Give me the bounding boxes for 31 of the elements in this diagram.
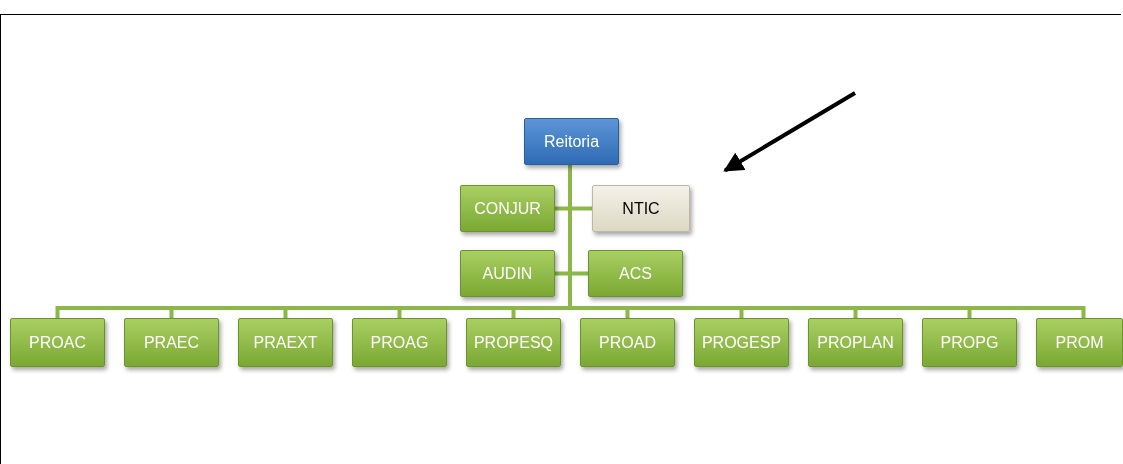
org-unit-box [460, 185, 555, 232]
org-unit-box [922, 318, 1017, 367]
org-unit-box [124, 318, 219, 367]
unit-name: PROPG [940, 333, 999, 352]
unit-name: NTIC [622, 199, 660, 218]
unit-name: PRAEXT [253, 333, 318, 352]
org-unit-box [524, 118, 619, 165]
org-unit-box [694, 318, 789, 367]
arrow [723, 91, 857, 173]
unit-name: PROPLAN [817, 333, 894, 352]
unit-name: PROAG [370, 333, 429, 352]
unit-name: PROGESP [701, 333, 782, 352]
unit-name: PROPESQ [473, 333, 554, 352]
org-unit-box [460, 250, 555, 297]
org-unit-box [808, 318, 903, 367]
unit-name: AUDIN [482, 264, 533, 283]
org-unit-box [238, 318, 333, 367]
org-unit-box [1036, 318, 1123, 367]
unit-name: ACS [619, 264, 652, 283]
unit-name: PROAC [29, 333, 86, 352]
org-unit-box [580, 318, 675, 367]
unit-name: PROAD [599, 333, 656, 352]
org-unit-box [592, 185, 690, 232]
org-unit-box [352, 318, 447, 367]
org-unit-box [466, 318, 561, 367]
unit-name: Reitoria [543, 132, 600, 151]
unit-name: PRAEC [143, 333, 200, 352]
org-unit-box [588, 250, 683, 297]
unit-name: PROM [1055, 333, 1104, 352]
org-unit-box [10, 318, 105, 367]
unit-name: CONJUR [474, 199, 541, 218]
